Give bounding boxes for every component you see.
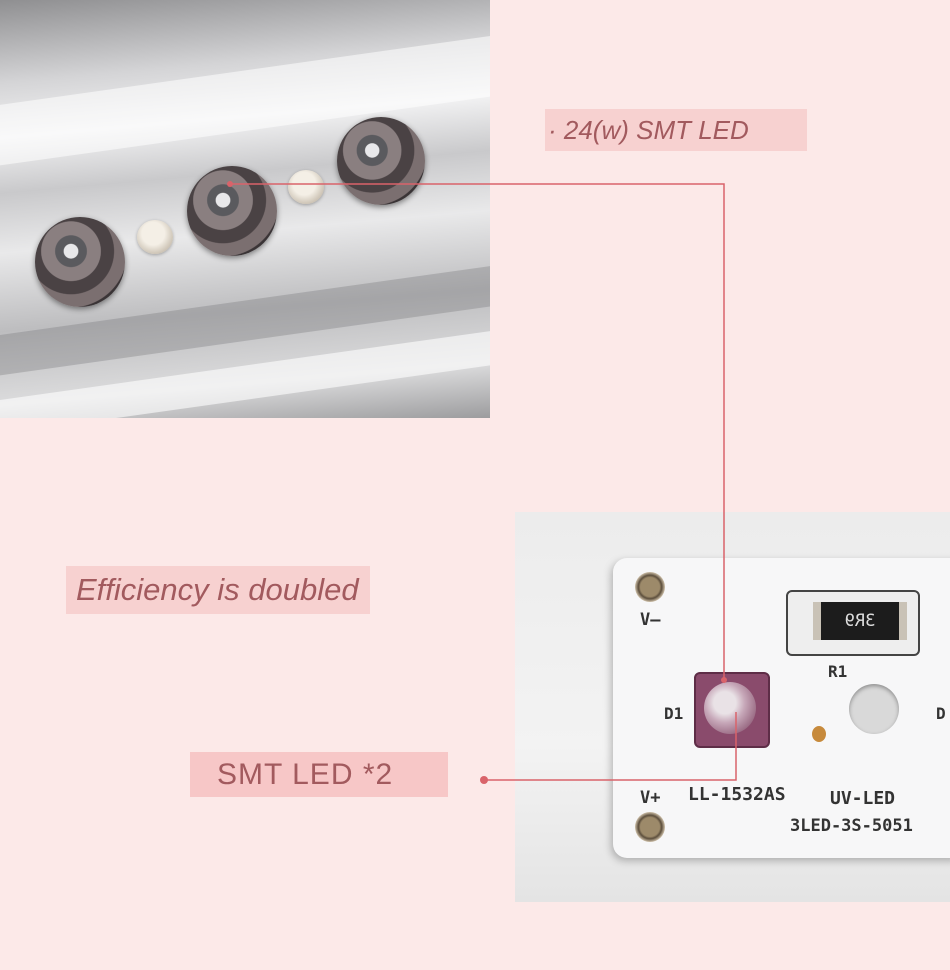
silk-part-number: LL-1532AS	[688, 784, 786, 805]
solder-pad-bottom	[635, 812, 665, 842]
silk-r1: R1	[828, 662, 848, 681]
silk-model: 3LED-3S-5051	[790, 816, 913, 836]
solder-pad-top	[635, 572, 665, 602]
callout-smt-led-x2: SMT LED *2	[190, 752, 448, 797]
resistor-code: 3R9	[844, 611, 876, 631]
silk-uv-led: UV-LED	[830, 788, 896, 809]
via-pad	[812, 726, 826, 742]
silk-v-minus: V–	[640, 610, 661, 630]
leader-dot-bottom	[480, 776, 488, 784]
resistor-component: 3R9	[786, 590, 920, 656]
smt-led-chip	[694, 672, 770, 748]
sensor-dot	[288, 170, 324, 204]
product-photo-lamp-leds	[0, 0, 490, 418]
silk-d-partial: D	[936, 704, 946, 723]
callout-efficiency: Efficiency is doubled	[66, 566, 370, 614]
led-lens-left	[35, 217, 125, 307]
led-lens-center	[187, 166, 277, 256]
silk-d1: D1	[664, 704, 684, 723]
led-lens-right	[337, 117, 425, 205]
sensor-dot	[137, 220, 173, 254]
silk-v-plus: V+	[640, 788, 661, 808]
callout-24w-smt-led: · 24(w) SMT LED	[545, 109, 807, 151]
mounting-hole	[849, 684, 899, 734]
